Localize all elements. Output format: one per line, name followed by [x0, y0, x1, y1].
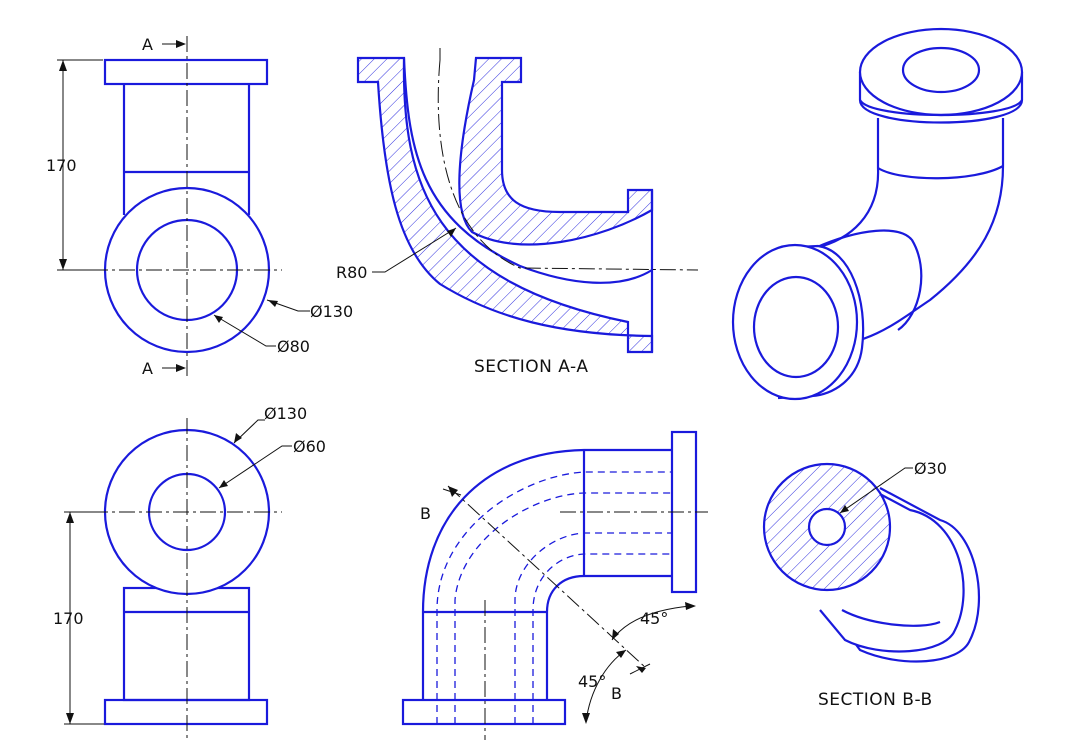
plan-height-dimension: 170 [53, 609, 84, 628]
side-cutting-label-top: B [420, 504, 431, 523]
section-aa-outer-wall [356, 56, 654, 354]
front-inner-diameter: Ø80 [277, 337, 310, 356]
section-aa-view [356, 48, 699, 354]
side-cutting-label-bottom: B [611, 684, 622, 703]
plan-outer-diameter: Ø130 [264, 404, 307, 423]
front-height-dimension: 170 [46, 156, 77, 175]
front-cutting-label-top: A [142, 35, 153, 54]
section-aa-title: SECTION A-A [474, 357, 588, 377]
plan-inner-diameter: Ø60 [293, 437, 326, 456]
front-outer-diameter: Ø130 [310, 302, 353, 321]
side-angle-upper: 45° [640, 609, 668, 628]
section-bb-title: SECTION B-B [818, 690, 933, 710]
section-aa-radius: R80 [336, 263, 367, 282]
section-bb-bore [807, 507, 847, 547]
section-bb-view [762, 462, 981, 663]
section-aa-inner-wall [458, 56, 654, 246]
side-view [401, 430, 708, 740]
front-view [57, 36, 310, 380]
section-bb-bore-diameter: Ø30 [914, 459, 947, 478]
front-cutting-label-bottom: A [142, 359, 153, 378]
isometric-view [731, 27, 1024, 401]
side-angle-lower: 45° [578, 672, 606, 691]
plan-view [64, 418, 292, 740]
